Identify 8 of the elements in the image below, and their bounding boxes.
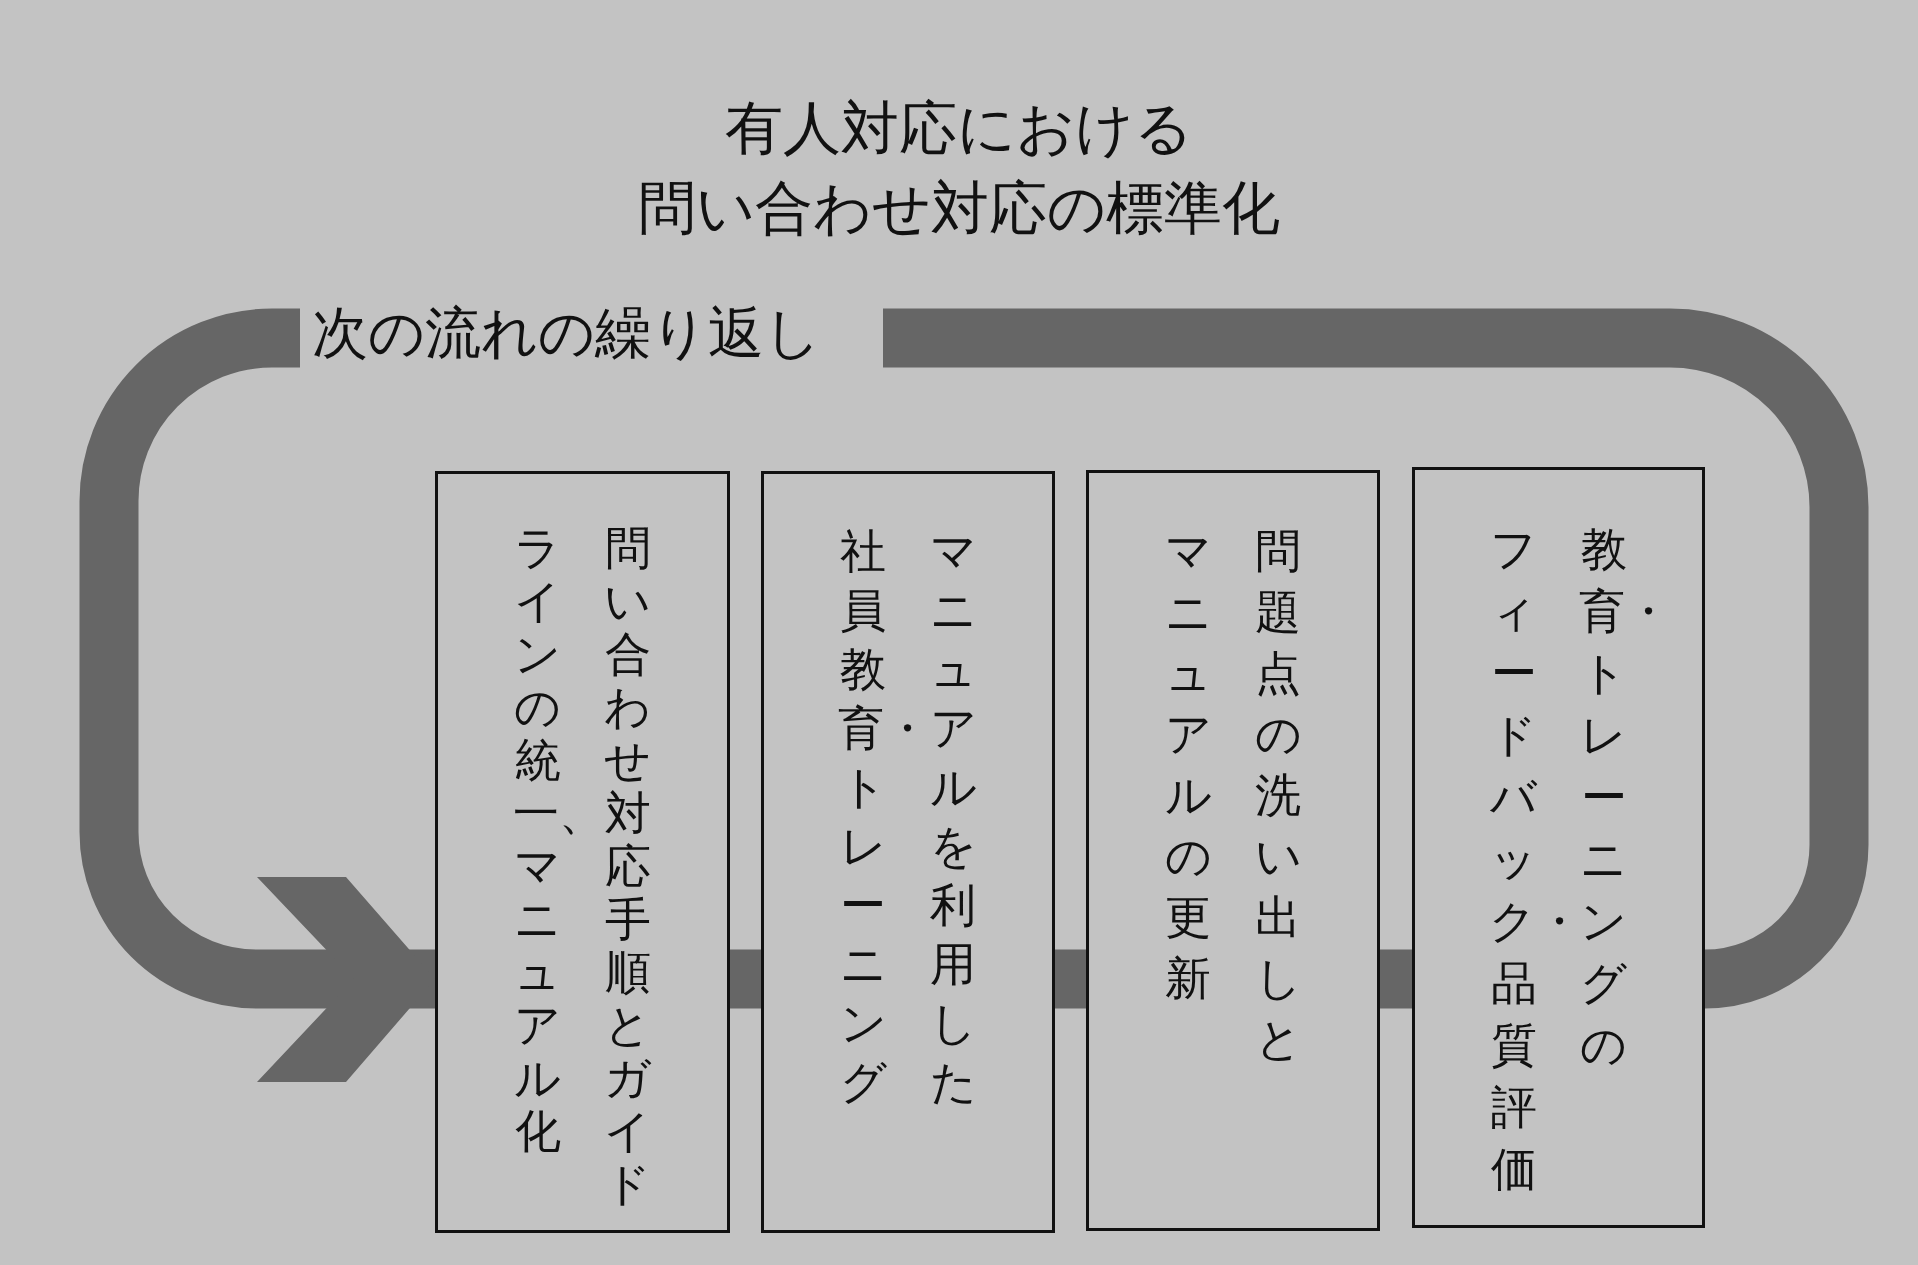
connector-band — [730, 949, 761, 1009]
step-box: マニュアルを利用した社員教育・トレーニング — [761, 471, 1055, 1233]
step-box: 問い合わせ対応手順とガイドラインの統一、マニュアル化 — [435, 471, 730, 1233]
connector-band — [1380, 949, 1412, 1009]
connector-band — [1055, 949, 1086, 1009]
step-box: 問題点の洗い出しとマニュアルの更新 — [1086, 470, 1380, 1231]
step-box: 教育・トレーニングのフィードバック・品質評価 — [1412, 467, 1705, 1228]
title: 有人対応における問い合わせ対応の標準化 — [637, 93, 1281, 244]
